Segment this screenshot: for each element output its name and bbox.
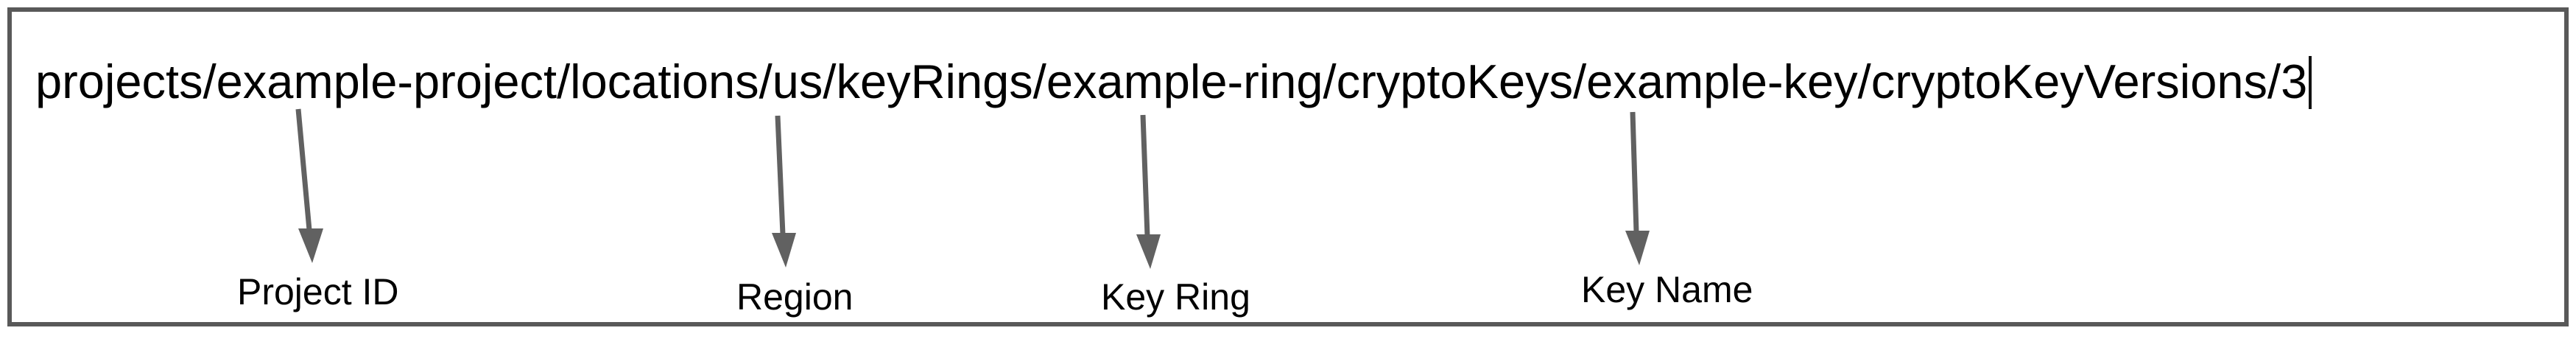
annotation-label-key-ring: Key Ring — [1101, 276, 1250, 318]
annotation-label-key-name: Key Name — [1581, 269, 1753, 310]
resource-path-field[interactable]: projects/example-project/locations/us/ke… — [7, 7, 2569, 326]
resource-path-text-line[interactable]: projects/example-project/locations/us/ke… — [35, 55, 2312, 110]
annotation-label-region: Region — [736, 276, 854, 318]
annotation-label-project-id: Project ID — [237, 271, 399, 312]
resource-path-text: projects/example-project/locations/us/ke… — [35, 55, 2308, 108]
text-cursor — [2309, 56, 2312, 109]
